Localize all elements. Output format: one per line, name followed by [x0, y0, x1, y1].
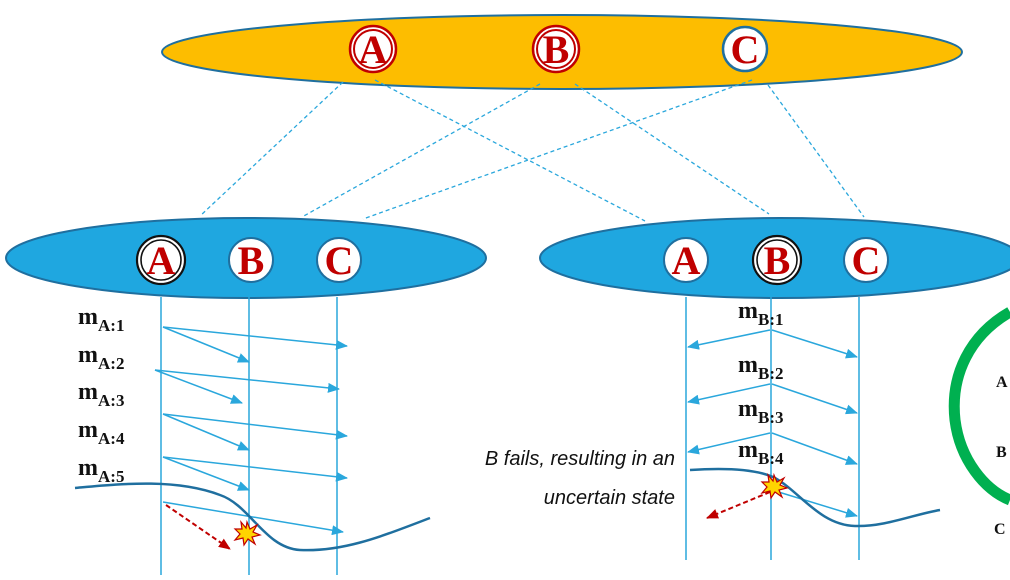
right-timelines [685, 297, 860, 560]
annotation-line-2: uncertain state [544, 487, 675, 509]
right-partial-label-a: A [996, 374, 1008, 391]
right-crash-icon [760, 472, 789, 500]
top-node-b: B [531, 24, 581, 74]
right-failure-arrow [706, 491, 771, 519]
right-partial-label-b: B [996, 444, 1007, 461]
message-label: mB:2 [738, 352, 784, 383]
message-label: mA:5 [78, 455, 124, 486]
left-node-a: A [135, 234, 187, 286]
right-boundary-curve [689, 467, 941, 528]
left-message-labels: mA:1 mA:2 mA:3 mA:4 mA:5 [78, 304, 125, 486]
group-links [199, 79, 865, 222]
right-node-c-label: C [852, 238, 881, 283]
message-label: mA:3 [78, 379, 124, 410]
left-failure-arrow [165, 504, 231, 550]
left-boundary-curve [74, 482, 431, 552]
left-node-b: B [228, 237, 274, 283]
message-label: mA:1 [78, 304, 124, 335]
right-node-a-label: A [672, 238, 701, 283]
top-node-a-label: A [359, 27, 388, 72]
right-node-c: C [843, 237, 889, 283]
right-node-b: B [751, 234, 803, 286]
right-partial-arc [948, 307, 1010, 506]
message-label: mA:2 [78, 342, 124, 373]
message-label: mB:4 [738, 437, 784, 468]
left-node-a-label: A [147, 238, 176, 283]
right-node-a: A [663, 237, 709, 283]
top-node-c: C [721, 25, 769, 73]
left-node-c-label: C [325, 238, 354, 283]
right-message-arrows [687, 329, 858, 518]
message-label: mB:3 [738, 396, 784, 427]
message-label: mB:1 [738, 298, 784, 329]
right-partial-label-c: C [994, 521, 1006, 538]
message-label: mA:4 [78, 417, 125, 448]
top-node-c-label: C [731, 27, 760, 72]
top-node-a: A [348, 24, 398, 74]
right-message-labels: mB:1 mB:2 mB:3 mB:4 [738, 298, 784, 468]
left-node-c: C [316, 237, 362, 283]
left-node-b-label: B [238, 238, 265, 283]
left-crash-icon [233, 519, 262, 547]
top-node-b-label: B [543, 27, 570, 72]
annotation-line-1: B fails, resulting in an [485, 448, 675, 470]
right-node-b-label: B [764, 238, 791, 283]
left-message-arrows [154, 326, 348, 536]
